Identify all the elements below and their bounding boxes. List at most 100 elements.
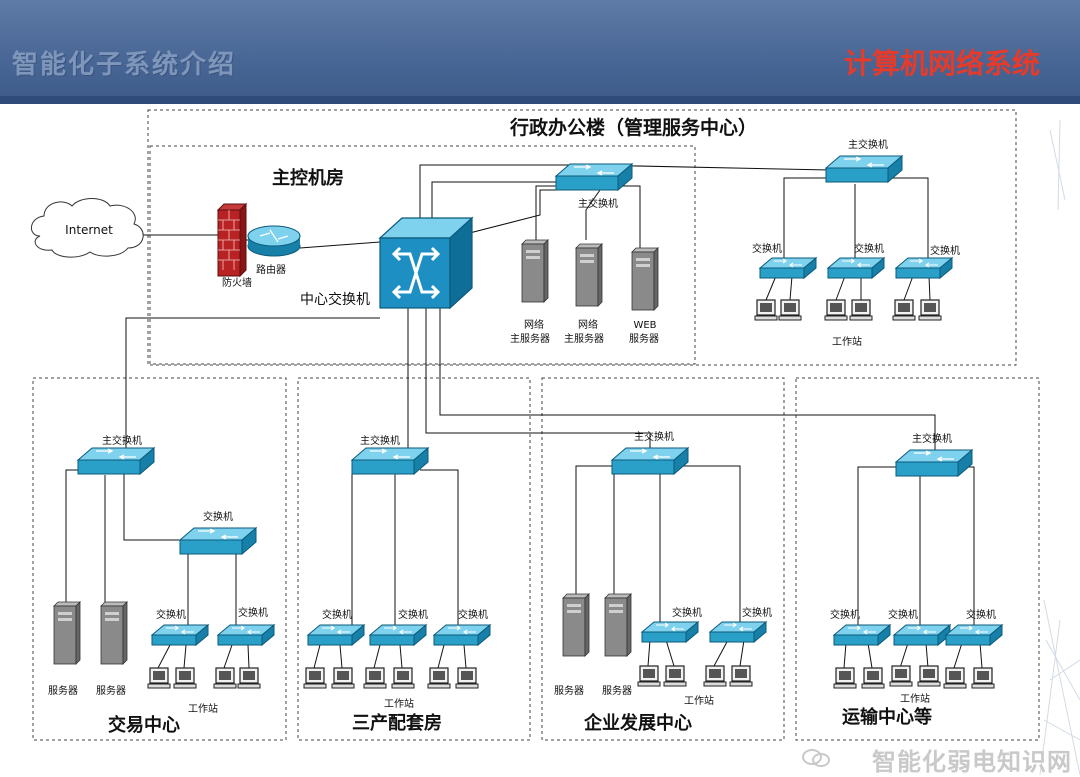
zone1-workstation-label: 工作站 [188,702,218,715]
header-divider [0,96,1080,104]
zone3-switch-label-2: 交换机 [742,606,772,619]
zone2-title: 三产配套房 [352,712,442,734]
tower-graphic [1039,119,1080,775]
workstation-icon [889,665,913,687]
zone4-switch-icon [893,624,951,646]
workstation-icon [663,665,687,687]
workstation-icon [849,299,873,321]
workstation-icon [147,667,171,689]
internet-label: Internet [65,223,113,237]
workstation-icon [943,667,967,689]
zone2-workstation-label: 工作站 [384,697,414,710]
zone2-switch-label-3: 交换机 [458,608,488,621]
zone1-sub-switch-label: 交换机 [203,510,233,523]
zone1-switch-label-2: 交换机 [238,606,268,619]
workstation-icon [703,665,727,687]
zone4-switch-icon [945,624,1003,646]
workstation-icon [824,299,848,321]
zone2-switch-icon [433,624,491,646]
server-icon [562,593,590,657]
zone1-main-switch-label: 主交换机 [102,434,142,447]
right-workstation-label: 工作站 [832,335,862,348]
right-main-switch-label: 主交换机 [848,138,888,151]
zone4-main-switch-icon [895,449,973,477]
workstation-icon [971,667,995,689]
zone-frames [32,109,1040,741]
slide-header [0,0,1080,104]
zone1-switch-label-1: 交换机 [156,608,186,621]
workstation-icon [754,299,778,321]
zone1-switch-icon [217,624,275,646]
watermark-text: 智能化弱电知识网 [872,748,1072,776]
server-icon [53,601,81,665]
right-switch-label-3: 交换机 [930,244,960,257]
zone1-server-label-2: 服务器 [96,684,126,697]
admin-server-3-line2: 服务器 [629,332,659,345]
zone4-switch-label-3: 交换机 [966,608,996,621]
zone2-switch-icon [307,624,365,646]
right-switch-icon [895,257,953,279]
workstation-icon [637,665,661,687]
workstation-icon [892,299,916,321]
right-switch-icon [759,257,817,279]
zone3-server-label-1: 服务器 [554,684,584,697]
workstation-icon [427,667,451,689]
zone3-server-label-2: 服务器 [602,684,632,697]
workstation-icon [391,667,415,689]
zone4-switch-label-1: 交换机 [830,608,860,621]
server-icon [631,247,659,311]
admin-server-1-line1: 网络 [524,318,544,331]
internet-cloud: Internet [31,198,144,258]
right-main-switch-icon [825,155,903,183]
zone2-main-switch-icon [351,447,429,475]
zone1-title: 交易中心 [108,714,180,736]
core-switch-label: 中心交换机 [300,291,370,308]
workstation-icon [833,667,857,689]
workstation-icon [173,667,197,689]
server-icon [575,243,603,307]
zone4-main-switch-label: 主交换机 [912,432,952,445]
router-label: 路由器 [256,263,286,276]
admin-main-switch-icon [555,163,633,191]
slide-title-left: 智能化子系统介绍 [12,50,237,80]
zone1-sub-switch-icon [179,527,257,555]
zone1-main-switch-icon [77,447,155,475]
admin-server-2-line1: 网络 [578,318,598,331]
zone2-switch-icon [369,624,427,646]
zone3-switch-icon [641,621,699,643]
zone3-title: 企业发展中心 [583,712,692,734]
firewall-icon [216,202,248,278]
zone1-switch-icon [151,624,209,646]
workstation-icon [363,667,387,689]
zone2-switch-label-2: 交换机 [398,608,428,621]
zone2-switch-label-1: 交换机 [322,608,352,621]
server-icon [100,601,128,665]
admin-building-title: 行政办公楼（管理服务中心） [509,116,757,139]
workstation-icon [237,667,261,689]
admin-server-3-line1: WEB [633,320,656,331]
zone1-server-label-1: 服务器 [48,684,78,697]
workstation-icon [213,667,237,689]
server-icon [521,239,549,303]
admin-main-switch-label: 主交换机 [578,197,618,210]
right-switch-label-1: 交换机 [752,242,782,255]
zone4-title: 运输中心等 [842,706,932,728]
zone4-switch-icon [833,624,891,646]
admin-server-2-line2: 主服务器 [564,332,604,345]
zone3-main-switch-label: 主交换机 [634,430,674,443]
admin-server-1-line2: 主服务器 [510,332,550,345]
zone4-workstation-label: 工作站 [900,692,930,705]
workstation-icon [778,299,802,321]
zone2-main-switch-label: 主交换机 [360,434,400,447]
zone3-switch-icon [709,621,767,643]
workstation-icon [861,667,885,689]
server-icon [604,593,632,657]
control-room-title: 主控机房 [272,167,344,189]
router-icon [247,225,301,257]
workstation-icon [918,299,942,321]
core-switch-icon [378,216,474,310]
zone4-switch-label-2: 交换机 [888,608,918,621]
right-switch-label-2: 交换机 [854,242,884,255]
zone3-main-switch-icon [611,447,689,475]
